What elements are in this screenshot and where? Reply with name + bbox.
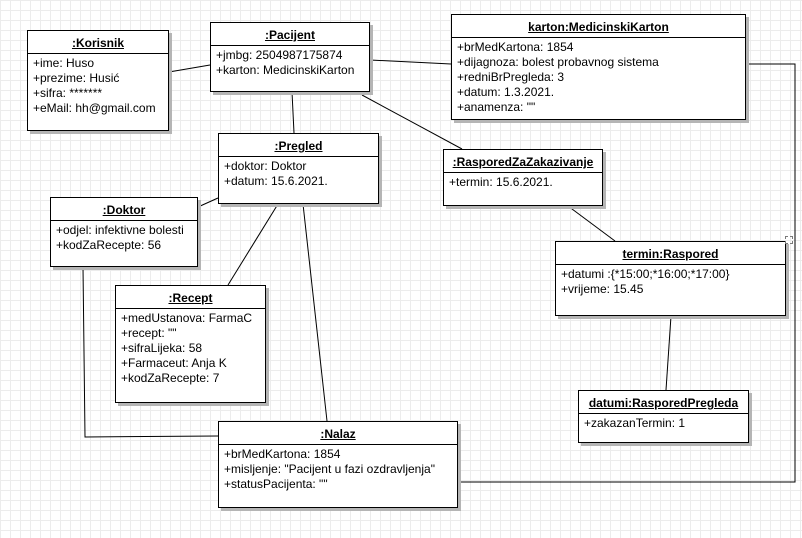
class-doktor[interactable]: :Doktor +odjel: infektivne bolesti +kodZ… bbox=[50, 197, 198, 267]
class-nalaz[interactable]: :Nalaz +brMedKartona: 1854 +misljenje: "… bbox=[218, 421, 458, 508]
association-doktor-nalaz[interactable] bbox=[82, 266, 219, 438]
association-pacijent-karton[interactable] bbox=[369, 59, 452, 65]
attribute: +medUstanova: FarmaC bbox=[121, 311, 253, 325]
association-karton-nalaz[interactable] bbox=[458, 63, 796, 483]
class-title: :RasporedZaZakazivanje bbox=[444, 150, 602, 173]
class-recept[interactable]: :Recept +medUstanova: FarmaC +recept: ""… bbox=[115, 285, 266, 403]
class-pacijent[interactable]: :Pacijent +jmbg: 2504987175874 +karton: … bbox=[210, 22, 370, 92]
attribute: +recept: "" bbox=[121, 326, 177, 340]
attribute-list: +brMedKartona: 1854 +dijagnoza: bolest p… bbox=[452, 38, 745, 118]
attribute: +sifraLijeka: 58 bbox=[121, 341, 203, 355]
class-title: :Korisnik bbox=[28, 31, 168, 54]
association-pacijent-rasporedzz[interactable] bbox=[361, 94, 463, 150]
attribute-list: +brMedKartona: 1854 +misljenje: "Pacijen… bbox=[219, 445, 457, 495]
association-rasporedzz-termin[interactable] bbox=[567, 205, 616, 242]
attribute: +doktor: Doktor bbox=[224, 159, 307, 173]
class-raspored-za-zakazivanje[interactable]: :RasporedZaZakazivanje +termin: 15.6.202… bbox=[443, 149, 603, 206]
association-pregled-doktor[interactable] bbox=[197, 197, 219, 208]
class-title: :Recept bbox=[116, 286, 265, 309]
class-title: karton:MedicinskiKarton bbox=[452, 15, 745, 38]
class-karton[interactable]: karton:MedicinskiKarton +brMedKartona: 1… bbox=[451, 14, 746, 120]
attribute: +Farmaceut: Anja K bbox=[121, 356, 227, 370]
attribute: +ime: Huso bbox=[33, 56, 95, 70]
attribute-list: +termin: 15.6.2021. bbox=[444, 173, 602, 193]
class-pregled[interactable]: :Pregled +doktor: Doktor +datum: 15.6.20… bbox=[218, 133, 379, 204]
attribute: +karton: MedicinskiKarton bbox=[216, 63, 355, 77]
attribute: +statusPacijenta: "" bbox=[224, 477, 328, 491]
class-title: :Nalaz bbox=[219, 422, 457, 445]
attribute: +kodZaRecepte: 56 bbox=[56, 238, 162, 252]
attribute: +datum: 1.3.2021. bbox=[457, 85, 555, 99]
attribute-list: +datumi :{*15:00;*16:00;*17:00} +vrijeme… bbox=[556, 265, 785, 300]
attribute: +brMedKartona: 1854 bbox=[224, 447, 341, 461]
attribute: +odjel: infektivne bolesti bbox=[56, 223, 184, 237]
attribute: +zakazanTermin: 1 bbox=[584, 416, 686, 430]
attribute-list: +medUstanova: FarmaC +recept: "" +sifraL… bbox=[116, 309, 265, 389]
attribute: +anamenza: "" bbox=[457, 100, 536, 114]
attribute-list: +zakazanTermin: 1 bbox=[579, 414, 748, 434]
attribute: +misljenje: "Pacijent u fazi ozdravljenj… bbox=[224, 462, 435, 476]
attribute: +datum: 15.6.2021. bbox=[224, 174, 328, 188]
attribute: +jmbg: 2504987175874 bbox=[216, 48, 343, 62]
attribute: +redniBrPregleda: 3 bbox=[457, 70, 565, 84]
association-pregled-nalaz[interactable] bbox=[302, 203, 328, 422]
association-termin-datumi[interactable] bbox=[665, 315, 672, 391]
attribute: +vrijeme: 15.45 bbox=[561, 282, 644, 296]
attribute-list: +odjel: infektivne bolesti +kodZaRecepte… bbox=[51, 221, 197, 256]
class-title: datumi:RasporedPregleda bbox=[579, 391, 748, 414]
class-korisnik[interactable]: :Korisnik +ime: Huso +prezime: Husić +si… bbox=[27, 30, 169, 131]
attribute: +datumi :{*15:00;*16:00;*17:00} bbox=[561, 267, 730, 281]
association-pacijent-pregled[interactable] bbox=[291, 91, 295, 134]
attribute: +brMedKartona: 1854 bbox=[457, 40, 574, 54]
association-korisnik-pacijent[interactable] bbox=[168, 64, 211, 73]
selection-handle[interactable] bbox=[785, 236, 793, 244]
attribute: +termin: 15.6.2021. bbox=[449, 175, 553, 189]
attribute: +prezime: Husić bbox=[33, 71, 120, 85]
attribute: +kodZaRecepte: 7 bbox=[121, 371, 220, 385]
attribute: +dijagnoza: bolest probavnog sistema bbox=[457, 55, 659, 69]
attribute-list: +doktor: Doktor +datum: 15.6.2021. bbox=[219, 157, 378, 192]
class-title: termin:Raspored bbox=[556, 242, 785, 265]
class-title: :Pacijent bbox=[211, 23, 369, 46]
attribute-list: +ime: Huso +prezime: Husić +sifra: *****… bbox=[28, 54, 168, 119]
attribute-list: +jmbg: 2504987175874 +karton: Medicinski… bbox=[211, 46, 369, 81]
class-termin-raspored[interactable]: termin:Raspored +datumi :{*15:00;*16:00;… bbox=[555, 241, 786, 316]
class-title: :Pregled bbox=[219, 134, 378, 157]
class-raspored-pregleda[interactable]: datumi:RasporedPregleda +zakazanTermin: … bbox=[578, 390, 749, 443]
attribute: +eMail: hh@gmail.com bbox=[33, 101, 156, 115]
attribute: +sifra: ******* bbox=[33, 86, 103, 100]
association-pregled-recept[interactable] bbox=[227, 203, 279, 286]
class-title: :Doktor bbox=[51, 198, 197, 221]
